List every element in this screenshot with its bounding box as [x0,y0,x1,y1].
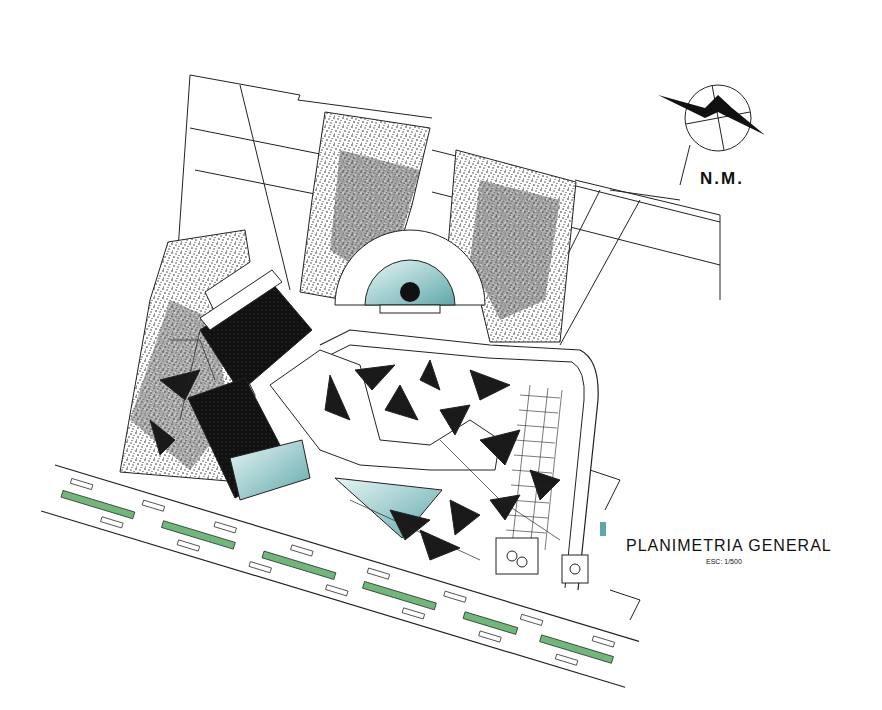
sheet-title: PLANIMETRIA GENERAL [626,537,832,555]
north-label: N.M. [700,170,744,189]
scale-note: ESC: 1/500 [706,558,742,566]
